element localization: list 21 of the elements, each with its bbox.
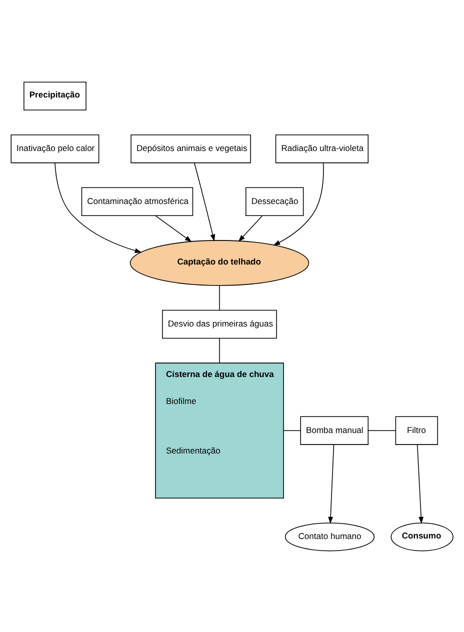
arrow [416, 444, 424, 524]
node-box: Bomba manual [300, 416, 369, 444]
arrow [54, 162, 142, 252]
arrow [273, 162, 324, 246]
node-box: Precipitação [24, 81, 86, 110]
node-box: Contaminação atmosférica [81, 186, 194, 216]
node-box: Cisterna de água de chuva Biofilme Sedimentação [155, 362, 284, 498]
node-box: Depósitos animais e vegetais [130, 134, 251, 163]
arrow [155, 214, 192, 242]
arrow [238, 214, 263, 242]
node-ellipse: Consumo [390, 522, 454, 551]
node-box: Radiação ultra-violeta [275, 134, 369, 163]
arrow [194, 162, 216, 241]
connector [219, 284, 220, 310]
node-box: Filtro [395, 416, 438, 444]
node-ellipse: Contato humano [284, 522, 375, 551]
node-box: Inativação pelo calor [10, 134, 100, 163]
arrow [328, 444, 334, 524]
connector [219, 337, 220, 363]
node-box: Dessecação [246, 186, 304, 216]
node-box: Desvio das primeiras águas [162, 309, 277, 338]
